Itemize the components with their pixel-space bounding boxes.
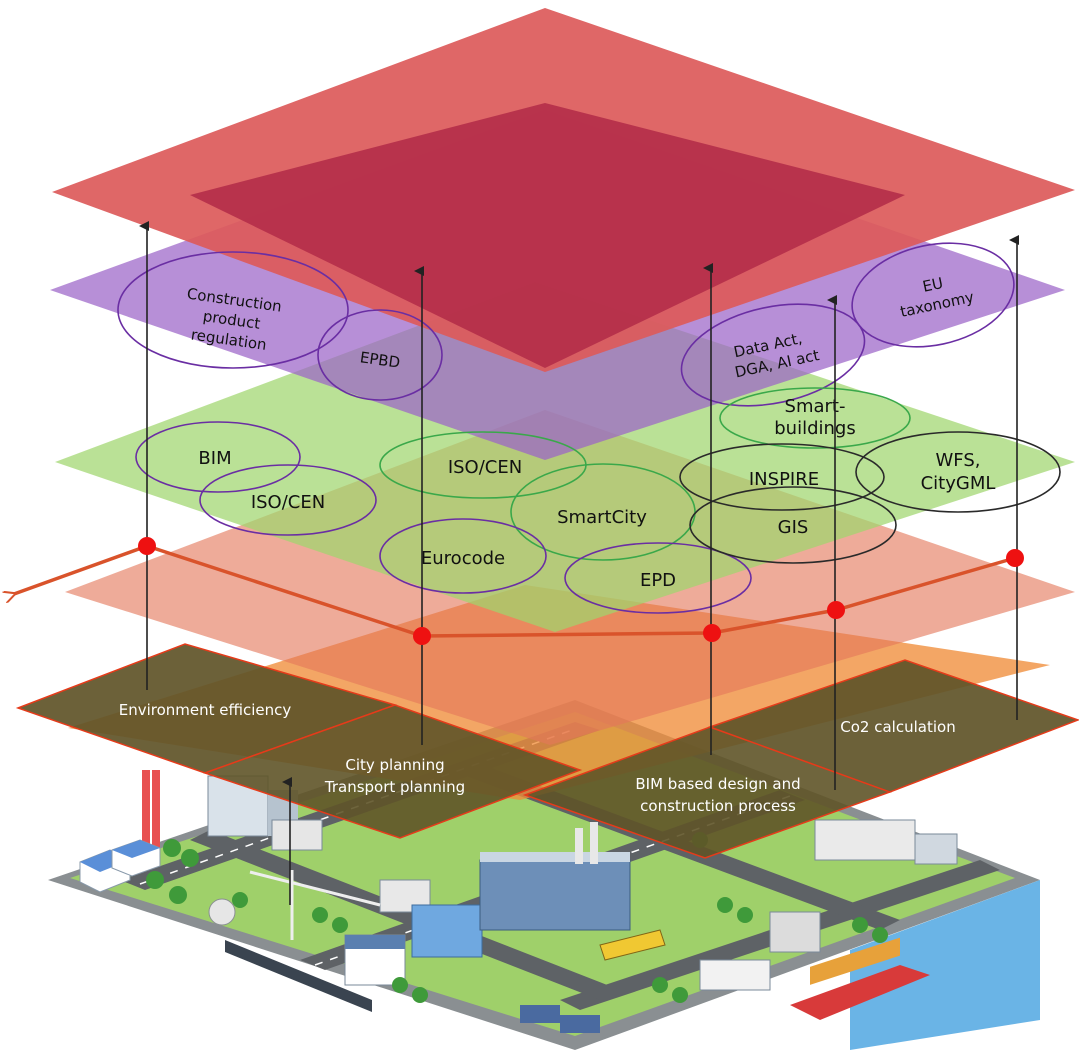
- connector: [14, 537, 1024, 645]
- ellipse-data-act: [680, 303, 866, 407]
- label-gis: GIS: [778, 517, 809, 538]
- node-co2: [1006, 549, 1024, 567]
- label-smart-buildings-line1: Smart-: [785, 396, 846, 417]
- node-bim-process: [703, 624, 721, 642]
- label-co2-calculation: Co2 calculation: [840, 718, 955, 736]
- connector-line: [14, 544, 1016, 638]
- ellipse-epbd: [317, 309, 443, 401]
- node-city-planning: [413, 627, 431, 645]
- node-bim-process-right: [827, 601, 845, 619]
- label-city-planning-line2: Transport planning: [324, 778, 465, 796]
- label-city-planning-line1: City planning: [345, 756, 444, 774]
- ellipse-eu-taxonomy: [851, 242, 1015, 348]
- label-eurocode: Eurocode: [421, 548, 505, 569]
- ellipse-construction-product-regulation: [117, 251, 349, 369]
- label-epd: EPD: [640, 570, 676, 591]
- label-epbd: EPBD: [359, 348, 401, 371]
- label-smartcity: SmartCity: [557, 507, 647, 528]
- ellipse-iso-cen-left: [199, 464, 377, 536]
- label-bim-process-line1: BIM based design and: [635, 775, 800, 793]
- tile-city-planning: [202, 704, 583, 839]
- ellipse-wfs-citygml: [855, 431, 1061, 513]
- ellipse-smart-buildings: [719, 387, 911, 449]
- ellipse-gis: [689, 486, 897, 564]
- label-iso-cen-left: ISO/CEN: [251, 492, 325, 513]
- regulation-ellipses: Construction product regulation EPBD Dat…: [117, 242, 1015, 407]
- label-bim: BIM: [198, 448, 231, 469]
- label-wfs-line2: CityGML: [921, 473, 996, 494]
- label-bim-process-line2: construction process: [640, 797, 796, 815]
- ellipse-eurocode: [379, 518, 547, 594]
- ellipse-bim: [135, 421, 301, 493]
- label-inspire: INSPIRE: [749, 469, 819, 490]
- node-environment: [138, 537, 156, 555]
- ellipse-inspire: [679, 443, 885, 511]
- label-environment-efficiency: Environment efficiency: [119, 701, 292, 719]
- vertical-arrows: [139, 221, 1019, 905]
- label-iso-cen-center: ISO/CEN: [448, 457, 522, 478]
- label-eu-taxonomy-line1: EU: [921, 274, 945, 296]
- top-layer: [52, 8, 1075, 372]
- ellipse-epd: [564, 542, 752, 614]
- label-wfs-line1: WFS,: [936, 450, 981, 471]
- tile-co2-calculation: [707, 659, 1079, 793]
- label-smart-buildings-line2: buildings: [774, 418, 855, 439]
